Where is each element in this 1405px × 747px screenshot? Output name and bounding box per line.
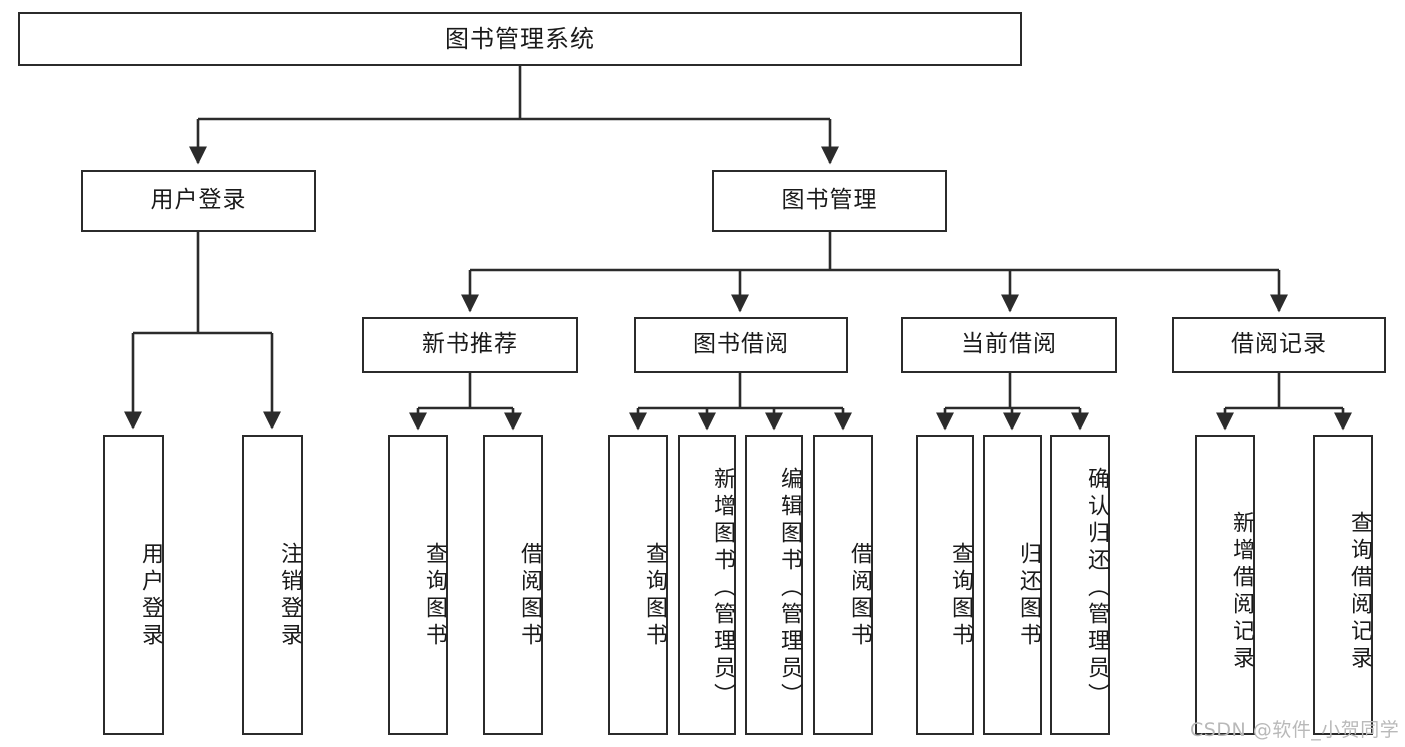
node-label: 新书推荐 bbox=[422, 331, 518, 358]
node-label: 查询借阅记录 bbox=[1347, 511, 1372, 673]
node-label: 查询图书 bbox=[642, 542, 667, 650]
leaf-confirm-return-admin[interactable]: 确认归还（管理员） bbox=[1050, 435, 1110, 735]
node-borrowing-record[interactable]: 借阅记录 bbox=[1172, 317, 1386, 373]
leaf-user-login[interactable]: 用户登录 bbox=[103, 435, 164, 735]
leaf-query-book-borrow[interactable]: 查询图书 bbox=[608, 435, 668, 735]
node-label: 图书管理 bbox=[781, 187, 878, 214]
node-label: 借阅图书 bbox=[517, 542, 542, 650]
node-label: 借阅图书 bbox=[847, 542, 872, 650]
leaf-query-book-current[interactable]: 查询图书 bbox=[916, 435, 974, 735]
node-label: 新增借阅记录 bbox=[1229, 511, 1254, 673]
node-label: 查询图书 bbox=[948, 542, 973, 650]
leaf-add-borrow-record[interactable]: 新增借阅记录 bbox=[1195, 435, 1255, 735]
node-new-book-recommendation[interactable]: 新书推荐 bbox=[362, 317, 578, 373]
leaf-borrow-book-new-rec[interactable]: 借阅图书 bbox=[483, 435, 543, 735]
node-label: 借阅记录 bbox=[1231, 331, 1327, 358]
node-label: 注销登录 bbox=[277, 542, 302, 650]
leaf-logout[interactable]: 注销登录 bbox=[242, 435, 303, 735]
leaf-borrow-book-borrow[interactable]: 借阅图书 bbox=[813, 435, 873, 735]
node-label: 图书借阅 bbox=[693, 331, 789, 358]
node-label: 用户登录 bbox=[138, 542, 163, 650]
node-label: 图书管理系统 bbox=[445, 24, 595, 53]
node-label: 查询图书 bbox=[422, 542, 447, 650]
node-current-borrowing[interactable]: 当前借阅 bbox=[901, 317, 1117, 373]
csdn-watermark: CSDN @软件_小贺同学 bbox=[1190, 719, 1400, 741]
node-label: 用户登录 bbox=[150, 187, 247, 214]
node-label: 确认归还（管理员） bbox=[1084, 466, 1109, 710]
node-root-book-management-system[interactable]: 图书管理系统 bbox=[18, 12, 1022, 66]
node-book-borrowing[interactable]: 图书借阅 bbox=[634, 317, 848, 373]
leaf-add-book-admin[interactable]: 新增图书（管理员） bbox=[678, 435, 736, 735]
leaf-query-book-new-rec[interactable]: 查询图书 bbox=[388, 435, 448, 735]
leaf-edit-book-admin[interactable]: 编辑图书（管理员） bbox=[745, 435, 803, 735]
node-book-management[interactable]: 图书管理 bbox=[712, 170, 947, 232]
node-label: 新增图书（管理员） bbox=[710, 466, 735, 710]
node-label: 归还图书 bbox=[1016, 542, 1041, 650]
node-label: 当前借阅 bbox=[961, 331, 1057, 358]
node-user-login[interactable]: 用户登录 bbox=[81, 170, 316, 232]
leaf-query-borrow-record[interactable]: 查询借阅记录 bbox=[1313, 435, 1373, 735]
node-label: 编辑图书（管理员） bbox=[777, 466, 802, 710]
leaf-return-book[interactable]: 归还图书 bbox=[983, 435, 1042, 735]
